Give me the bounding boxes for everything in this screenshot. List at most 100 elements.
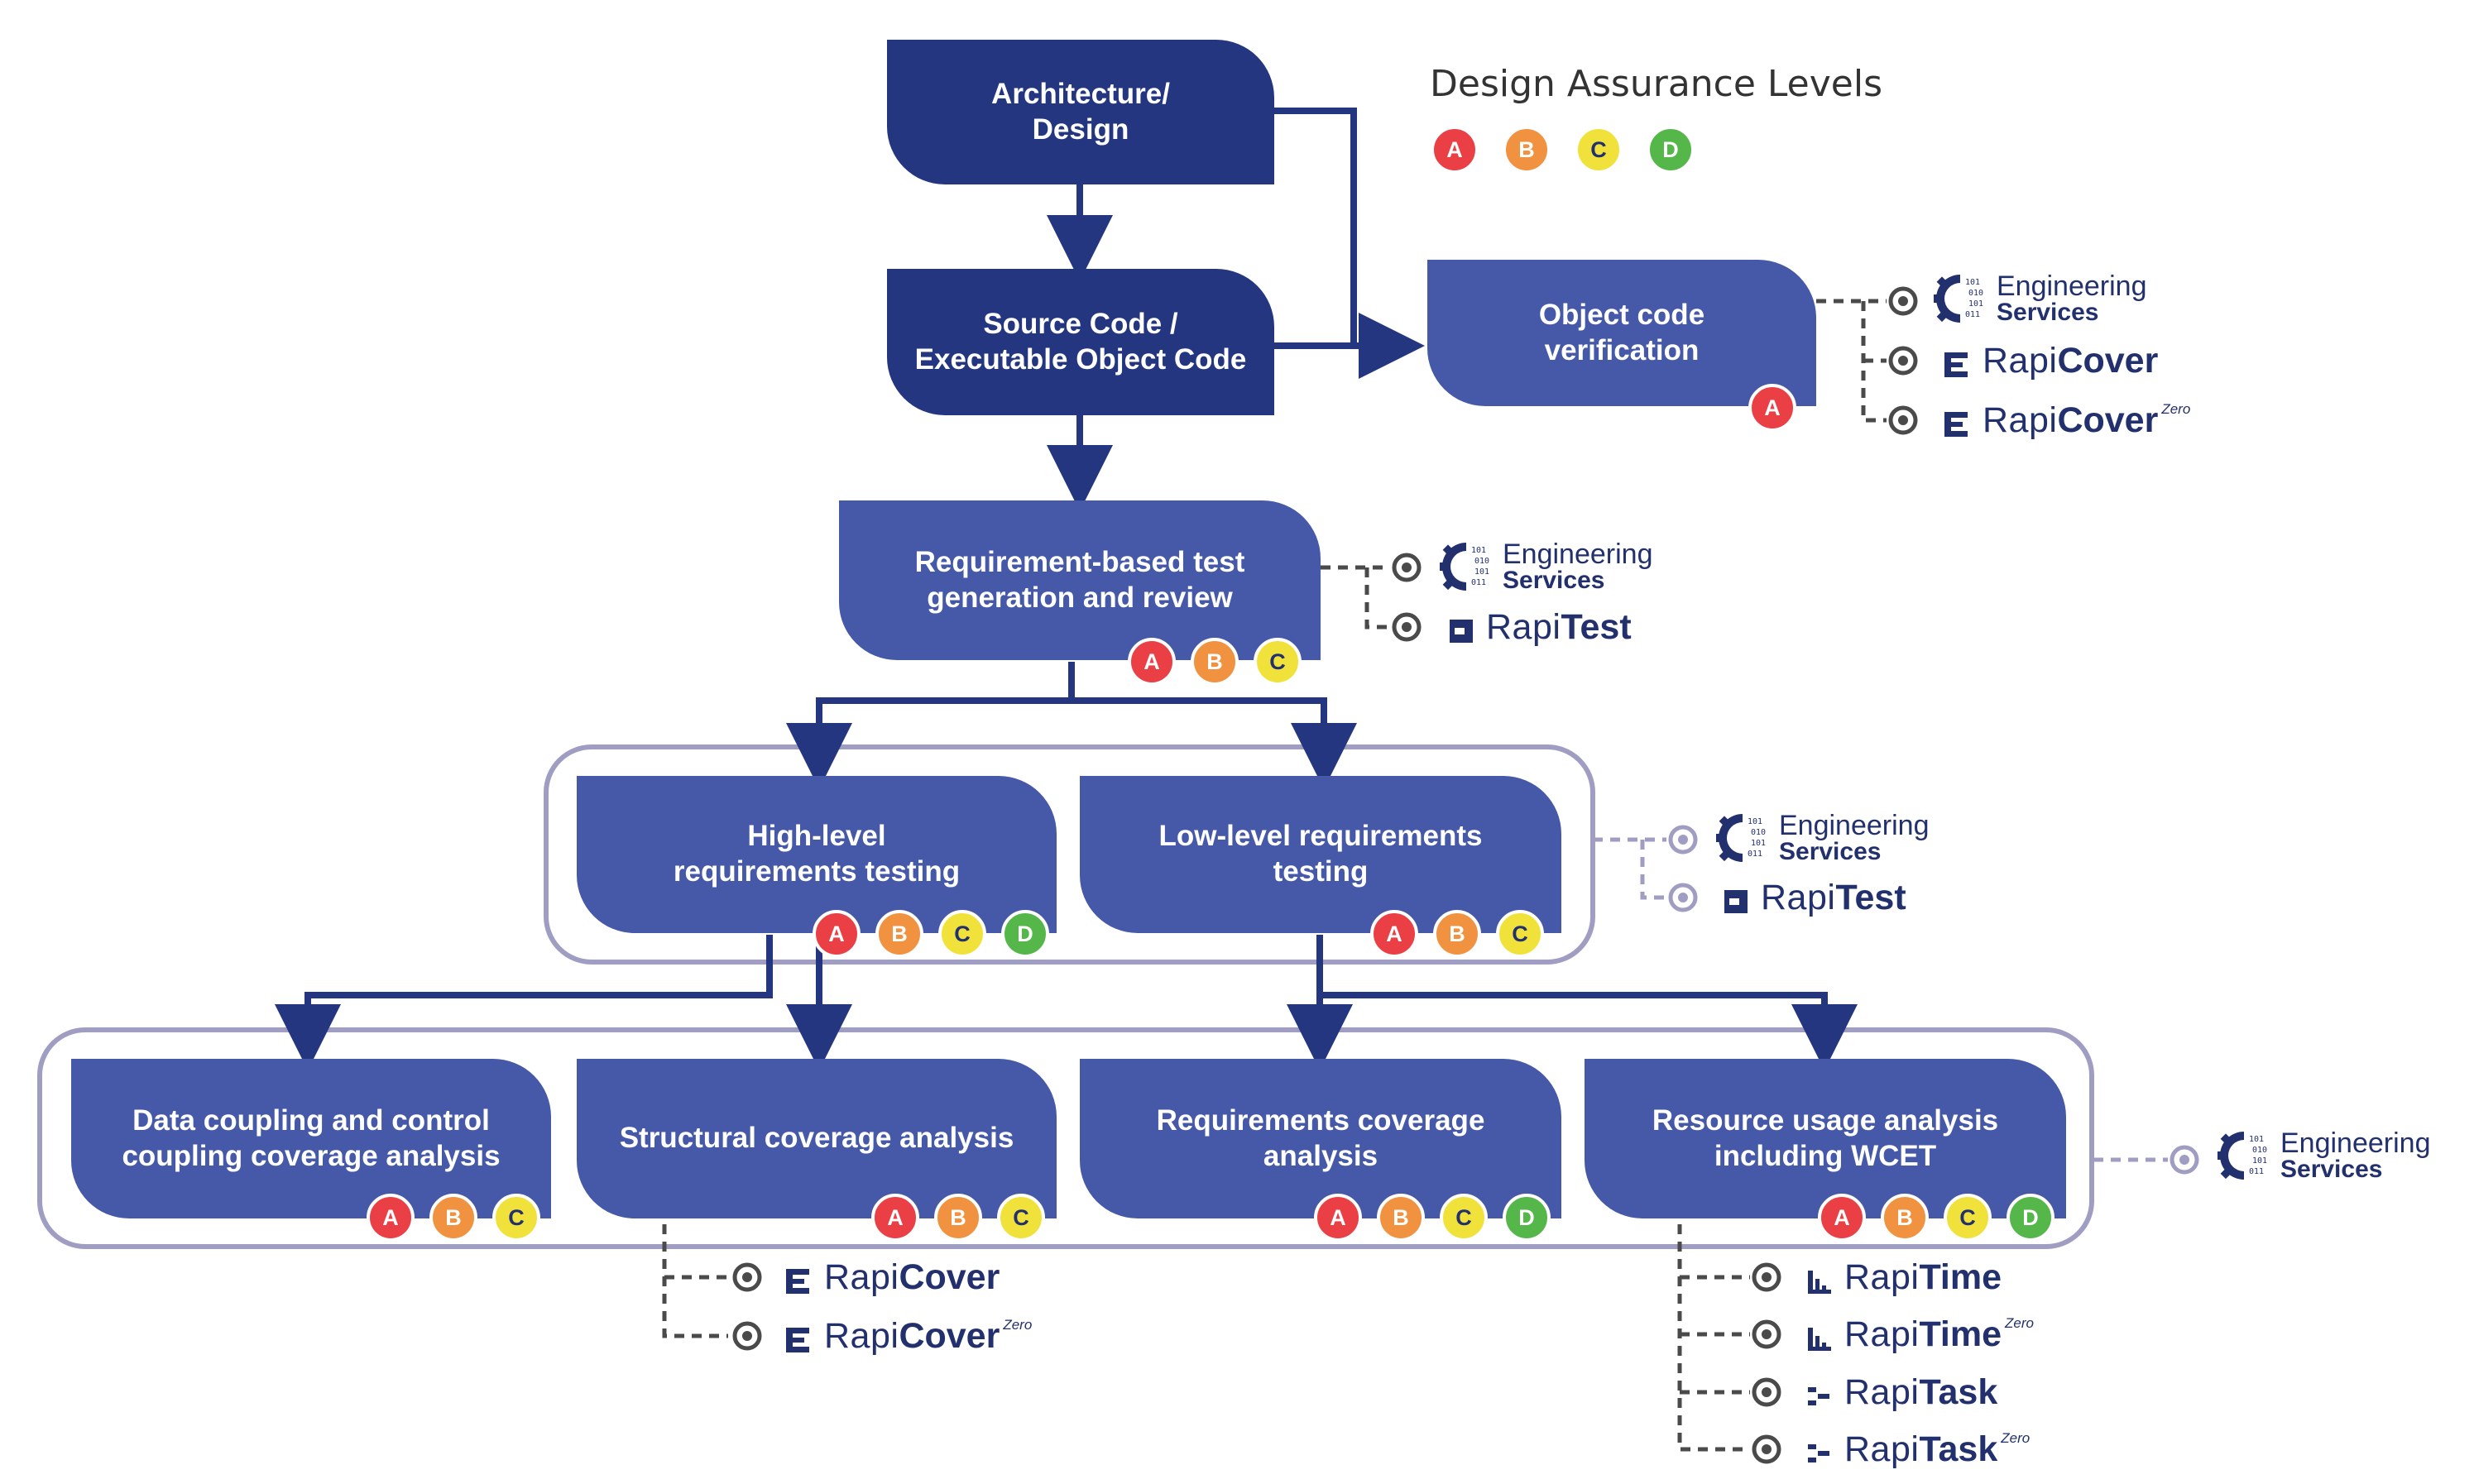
svg-text:010: 010 <box>2252 1146 2267 1155</box>
box-data-coupling-label: Data coupling and control coupling cover… <box>122 1103 501 1172</box>
eng-line2: Services <box>1997 299 2099 326</box>
box-source-code: Source Code / Executable Object Code <box>887 269 1274 415</box>
low-level-level-a: A <box>1370 910 1418 958</box>
rapitime-icon <box>1806 1264 1833 1294</box>
low-level-level-c: C <box>1496 910 1544 958</box>
box-data-coupling: Data coupling and control coupling cover… <box>71 1059 551 1218</box>
req-coverage-level-c: C <box>1440 1194 1488 1242</box>
svg-text:101: 101 <box>2249 1135 2264 1144</box>
high-level-level-d: D <box>1001 910 1049 958</box>
rapitask-icon <box>1806 1436 1833 1464</box>
legend-level-c: C <box>1575 126 1623 174</box>
svg-text:010: 010 <box>1751 828 1766 837</box>
eng-line2: Services <box>1779 838 1882 865</box>
eng-line2: Services <box>1503 567 1605 594</box>
arrow-high-to-analysis <box>304 935 1828 1044</box>
tool-link-object <box>1816 299 1887 423</box>
box-structural: Structural coverage analysis <box>577 1059 1057 1218</box>
eng-line1: Engineering <box>1997 270 2147 302</box>
rapicover-icon <box>786 1323 813 1352</box>
box-req-coverage-label: Requirements coverage analysis <box>1156 1103 1485 1172</box>
box-low-level: Low-level requirements testing <box>1080 776 1561 933</box>
resource-level-d: D <box>2007 1194 2054 1242</box>
legend-level-d: D <box>1647 126 1695 174</box>
box-resource: Resource usage analysis including WCET <box>1585 1059 2066 1218</box>
svg-text:010: 010 <box>1968 289 1983 298</box>
high-level-level-a: A <box>813 910 861 958</box>
box-req-based: Requirement-based test generation and re… <box>839 500 1321 660</box>
box-high-level: High-level requirements testing <box>577 776 1057 933</box>
structural-level-b: B <box>934 1194 982 1242</box>
box-high-level-label: High-level requirements testing <box>673 820 961 888</box>
svg-text:101: 101 <box>1968 299 1983 309</box>
svg-text:010: 010 <box>1474 557 1489 566</box>
rapitask-icon <box>1806 1379 1833 1407</box>
box-low-level-label: Low-level requirements testing <box>1158 820 1483 888</box>
box-object-code: Object code verification <box>1427 260 1816 406</box>
resource-level-b: B <box>1881 1194 1929 1242</box>
box-architecture-label: Architecture/ Design <box>991 77 1170 146</box>
structural-level-a: A <box>871 1194 919 1242</box>
req-based-level-b: B <box>1191 638 1239 686</box>
rapitest-icon <box>1448 614 1474 643</box>
box-structural-label: Structural coverage analysis <box>619 1122 1014 1155</box>
req-coverage-level-a: A <box>1314 1194 1362 1242</box>
box-source-code-label: Source Code / Executable Object Code <box>914 307 1247 376</box>
rapicover-icon <box>1944 407 1971 437</box>
eng-line2: Services <box>2280 1156 2383 1183</box>
low-level-level-b: B <box>1433 910 1481 958</box>
req-based-level-c: C <box>1254 638 1302 686</box>
req-coverage-level-d: D <box>1503 1194 1551 1242</box>
tool-link-resource <box>1677 1224 1750 1452</box>
req-coverage-level-b: B <box>1377 1194 1425 1242</box>
resource-level-a: A <box>1818 1194 1866 1242</box>
box-req-coverage: Requirements coverage analysis <box>1080 1059 1561 1218</box>
box-architecture: Architecture/ Design <box>887 40 1274 184</box>
legend-level-a: A <box>1431 126 1479 174</box>
svg-text:011: 011 <box>1748 850 1762 859</box>
eng-line1: Engineering <box>1779 810 1930 841</box>
resource-level-c: C <box>1944 1194 1992 1242</box>
eng-line1: Engineering <box>1503 539 1653 570</box>
data-coupling-level-a: A <box>367 1194 415 1242</box>
target-connector-icon <box>732 286 2199 1464</box>
req-based-level-a: A <box>1128 638 1176 686</box>
svg-text:011: 011 <box>1471 578 1486 587</box>
svg-text:101: 101 <box>1471 546 1486 555</box>
rapitime-icon <box>1806 1321 1833 1351</box>
legend-level-b: B <box>1503 126 1551 174</box>
rapitest-icon <box>1723 884 1749 913</box>
box-req-based-label: Requirement-based test generation and re… <box>914 545 1245 614</box>
data-coupling-level-c: C <box>492 1194 540 1242</box>
box-resource-label: Resource usage analysis including WCET <box>1652 1103 1999 1172</box>
svg-text:011: 011 <box>2249 1167 2264 1176</box>
object-code-level-a: A <box>1748 384 1796 432</box>
structural-level-c: C <box>997 1194 1045 1242</box>
tool-link-structural <box>662 1224 728 1338</box>
svg-text:011: 011 <box>1965 310 1980 319</box>
tool-link-testing <box>1593 837 1666 900</box>
data-coupling-level-b: B <box>429 1194 477 1242</box>
eng-line1: Engineering <box>2280 1127 2431 1159</box>
arrow-arch-to-object <box>1274 108 1425 379</box>
box-object-code-label: Object code verification <box>1538 298 1705 366</box>
